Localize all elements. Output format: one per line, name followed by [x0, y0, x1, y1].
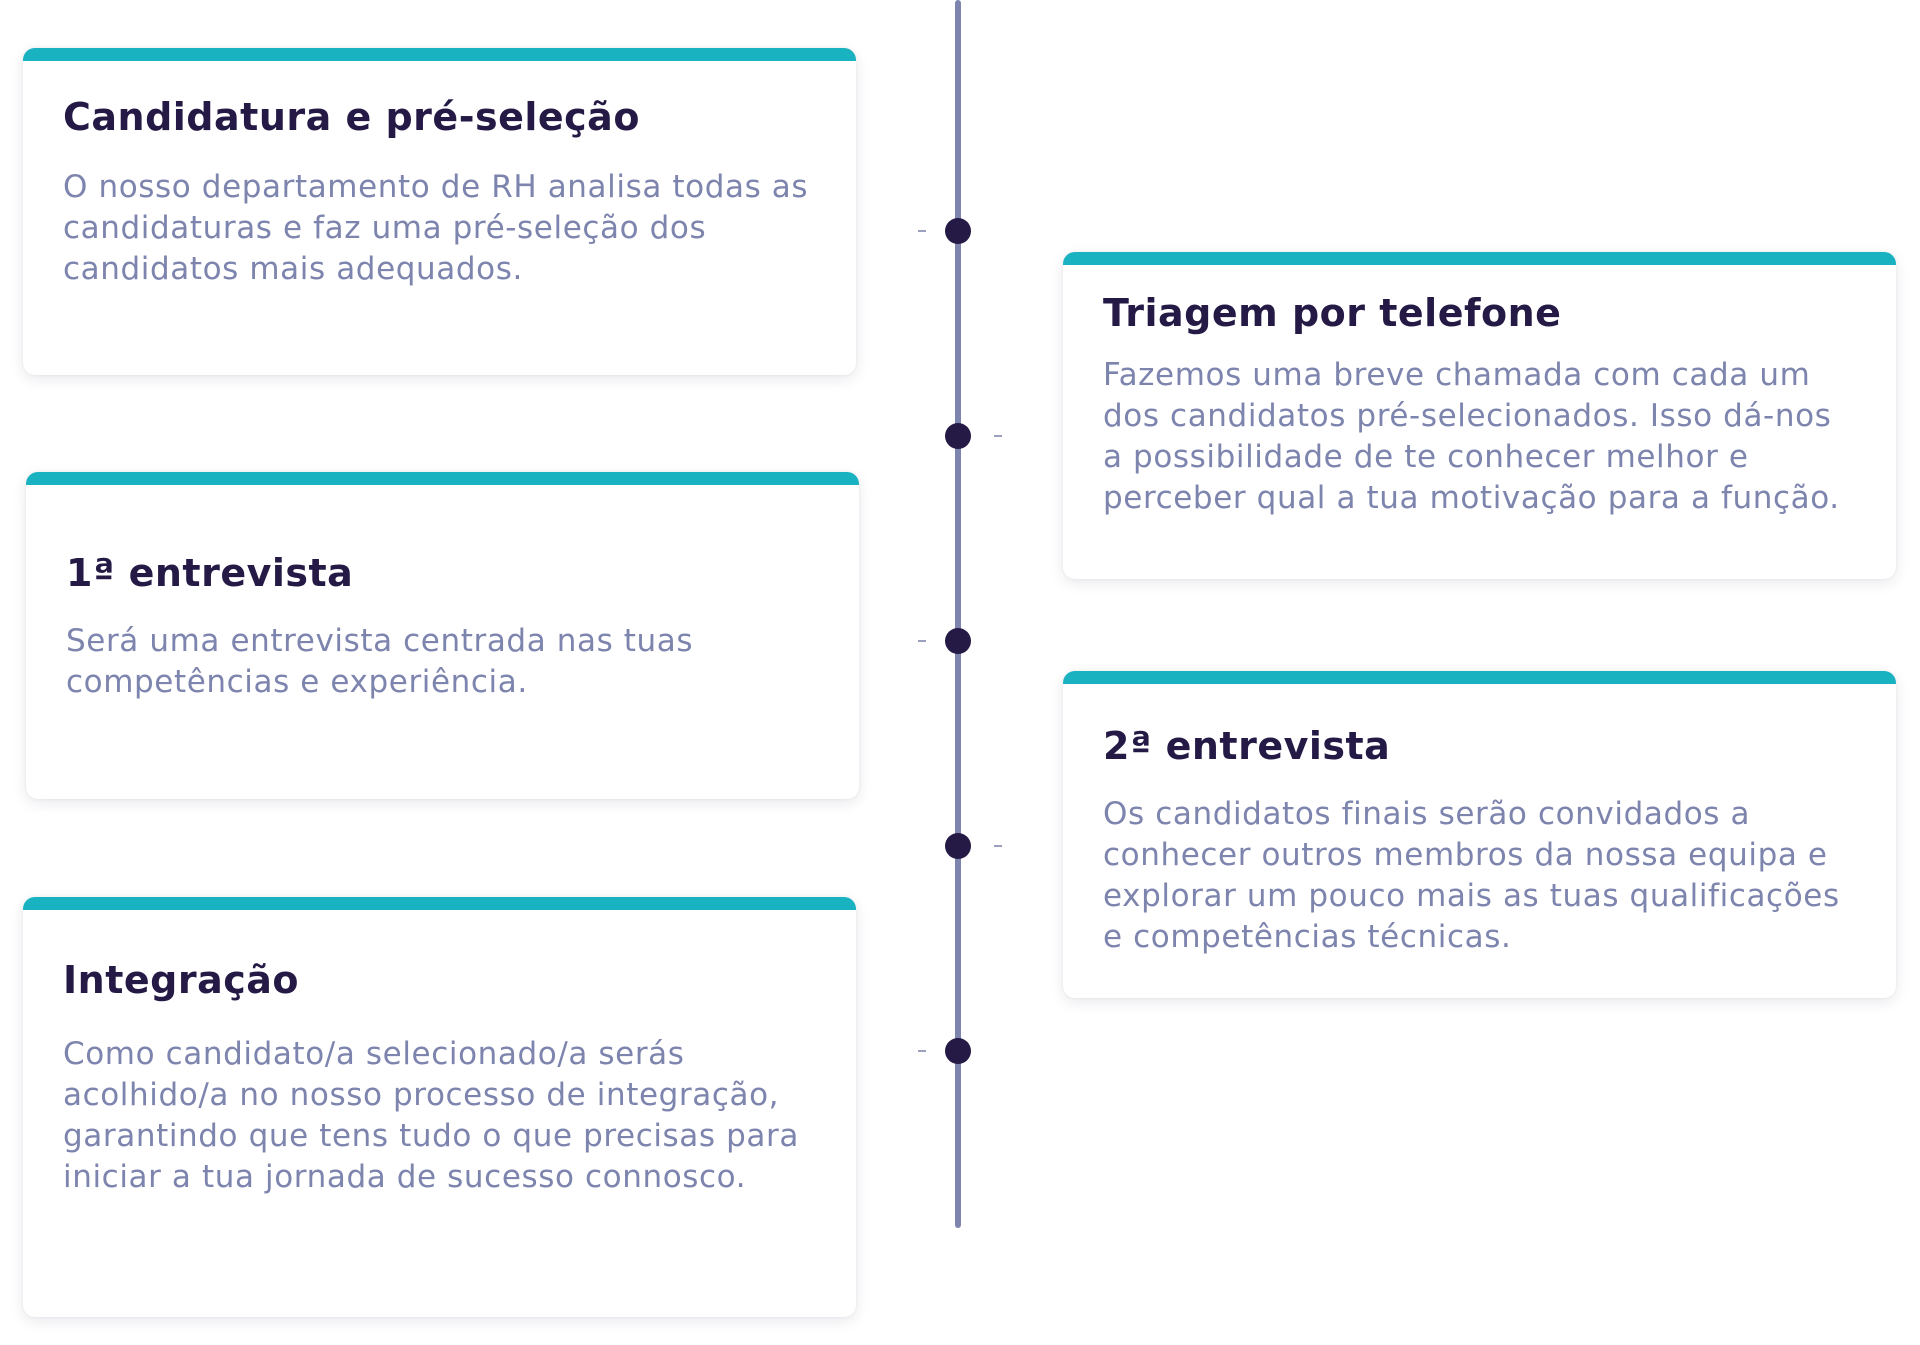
- timeline-dot-4: [945, 833, 971, 859]
- step-description: Como candidato/a selecionado/a serás aco…: [63, 1035, 799, 1195]
- timeline-tick-3: [918, 640, 926, 642]
- step-card-entrevista-2: 2ª entrevista Os candidatos finais serão…: [1063, 671, 1896, 998]
- step-title: 2ª entrevista: [1103, 724, 1391, 768]
- step-title: Integração: [63, 958, 299, 1002]
- step-description: Os candidatos finais serão convidados a …: [1103, 795, 1840, 955]
- timeline-tick-4: [994, 845, 1002, 847]
- step-card-triagem: Triagem por telefone Fazemos uma breve c…: [1063, 252, 1896, 579]
- timeline-line: [955, 0, 961, 1228]
- step-card-entrevista-1: 1ª entrevista Será uma entrevista centra…: [26, 472, 859, 799]
- timeline-dot-3: [945, 628, 971, 654]
- step-title: Candidatura e pré-seleção: [63, 95, 640, 139]
- timeline-tick-5: [918, 1050, 926, 1052]
- timeline-dot-5: [945, 1038, 971, 1064]
- timeline-tick-2: [994, 435, 1002, 437]
- step-title: Triagem por telefone: [1103, 291, 1562, 335]
- step-description: Será uma entrevista centrada nas tuas co…: [66, 622, 694, 700]
- timeline-tick-1: [918, 230, 926, 232]
- step-card-integracao: Integração Como candidato/a selecionado/…: [23, 897, 856, 1317]
- timeline-dot-2: [945, 423, 971, 449]
- timeline-dot-1: [945, 218, 971, 244]
- step-description: Fazemos uma breve chamada com cada um do…: [1103, 356, 1840, 516]
- step-description: O nosso departamento de RH analisa todas…: [63, 168, 809, 287]
- step-card-candidatura: Candidatura e pré-seleção O nosso depart…: [23, 48, 856, 375]
- step-title: 1ª entrevista: [66, 551, 354, 595]
